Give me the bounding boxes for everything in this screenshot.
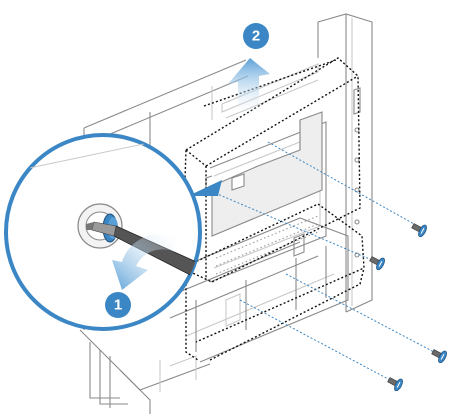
screw-icon — [369, 256, 385, 271]
step-1-badge: 1 — [105, 292, 131, 318]
screw-leader-lines — [207, 141, 435, 381]
screw-icon — [411, 223, 427, 238]
lift-up-arrow-icon — [228, 58, 270, 118]
screw-icon — [387, 377, 403, 392]
chassis-frame — [79, 13, 373, 414]
step-2-badge: 2 — [243, 23, 269, 49]
step-1-number: 1 — [114, 297, 122, 314]
step-2-number: 2 — [252, 28, 260, 45]
rotate-counterclockwise-arrow-icon — [112, 233, 176, 290]
screw-icon — [431, 349, 447, 364]
callout-magnifier — [4, 133, 222, 331]
